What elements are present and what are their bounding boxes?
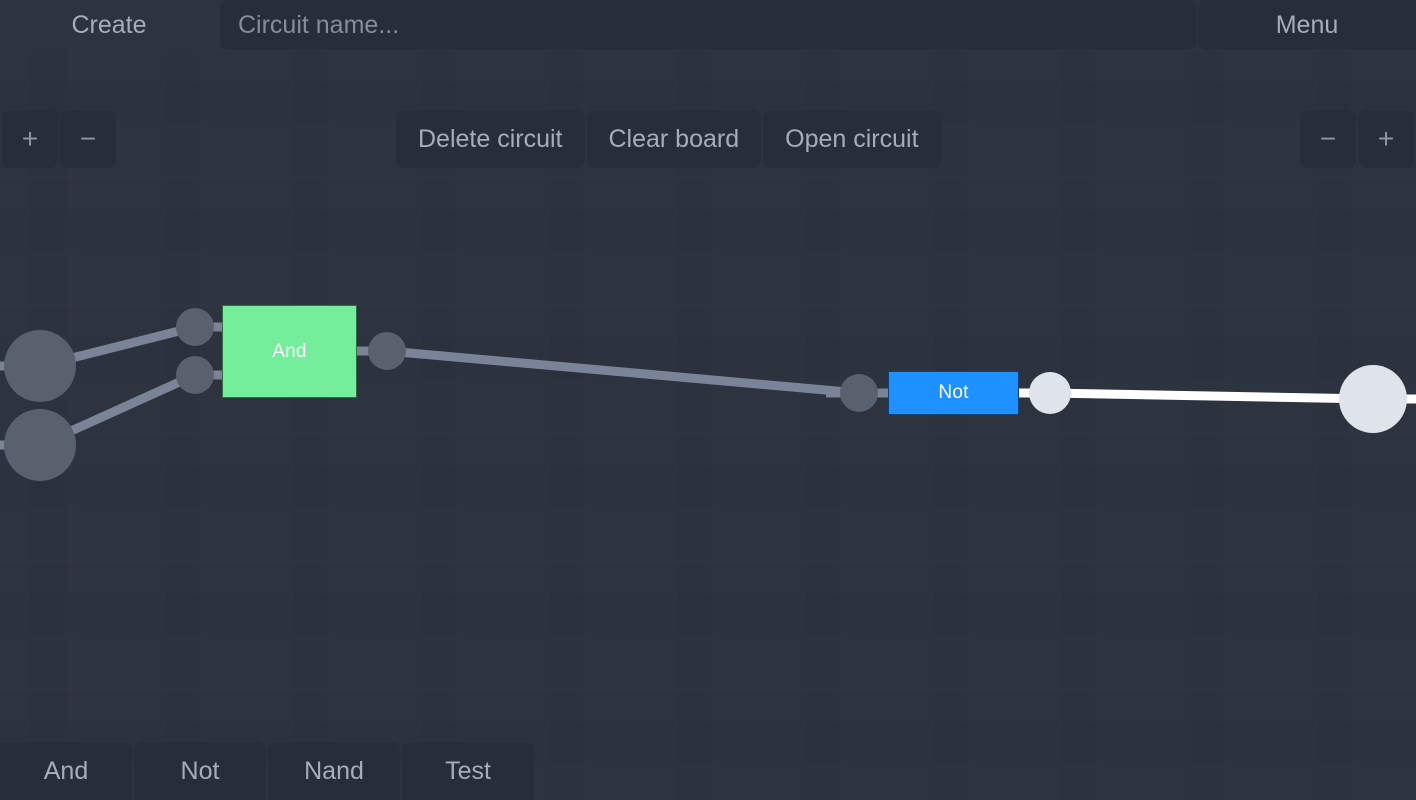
- not-output-pin[interactable]: [1029, 372, 1071, 414]
- gate-button-and[interactable]: And: [0, 742, 132, 800]
- top-toolbar-primary: Create Menu: [0, 0, 1416, 52]
- input-node-2[interactable]: [4, 409, 76, 481]
- clear-board-button[interactable]: Clear board: [586, 110, 762, 168]
- zoom-in-button-right[interactable]: +: [1358, 110, 1414, 168]
- gate-and[interactable]: And: [222, 305, 357, 398]
- menu-button[interactable]: Menu: [1198, 0, 1416, 50]
- and-output-pin[interactable]: [368, 332, 406, 370]
- and-input-pin-2[interactable]: [176, 356, 214, 394]
- zoom-out-button-left[interactable]: −: [60, 110, 116, 168]
- input-node-1[interactable]: [4, 330, 76, 402]
- gate-not-label: Not: [938, 382, 969, 403]
- gate-button-nand[interactable]: Nand: [268, 742, 400, 800]
- delete-circuit-button[interactable]: Delete circuit: [396, 110, 585, 168]
- gate-button-not[interactable]: Not: [134, 742, 266, 800]
- wire-layer: [0, 322, 1416, 450]
- not-input-pin[interactable]: [840, 374, 878, 412]
- open-circuit-button[interactable]: Open circuit: [763, 110, 941, 168]
- wire-not-to-output[interactable]: [1049, 388, 1374, 404]
- zoom-out-button-right[interactable]: −: [1300, 110, 1356, 168]
- gate-not[interactable]: Not: [888, 371, 1019, 415]
- gate-button-test[interactable]: Test: [402, 742, 534, 800]
- zoom-in-button-left[interactable]: +: [2, 110, 58, 168]
- and-input-pin-1[interactable]: [176, 308, 214, 346]
- wire-and-to-not[interactable]: [386, 346, 860, 398]
- output-node[interactable]: [1339, 365, 1407, 433]
- create-button[interactable]: Create: [0, 0, 218, 50]
- circuit-name-input[interactable]: [220, 0, 1196, 50]
- node-layer[interactable]: [4, 308, 1407, 481]
- gate-and-label: And: [272, 340, 307, 362]
